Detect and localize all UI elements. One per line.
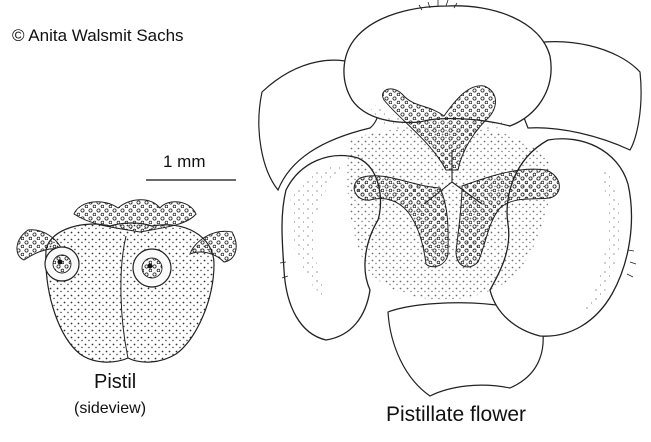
flower-drawing bbox=[258, 0, 642, 397]
scale-bar-label: 1 mm bbox=[163, 152, 206, 171]
copyright-credit: © Anita Walsmit Sachs bbox=[12, 26, 184, 45]
pistil-drawing bbox=[16, 199, 237, 363]
pistil-caption: Pistil bbox=[94, 371, 137, 393]
pistil-subcaption: (sideview) bbox=[74, 400, 147, 417]
flower-caption: Pistillate flower bbox=[386, 403, 527, 426]
